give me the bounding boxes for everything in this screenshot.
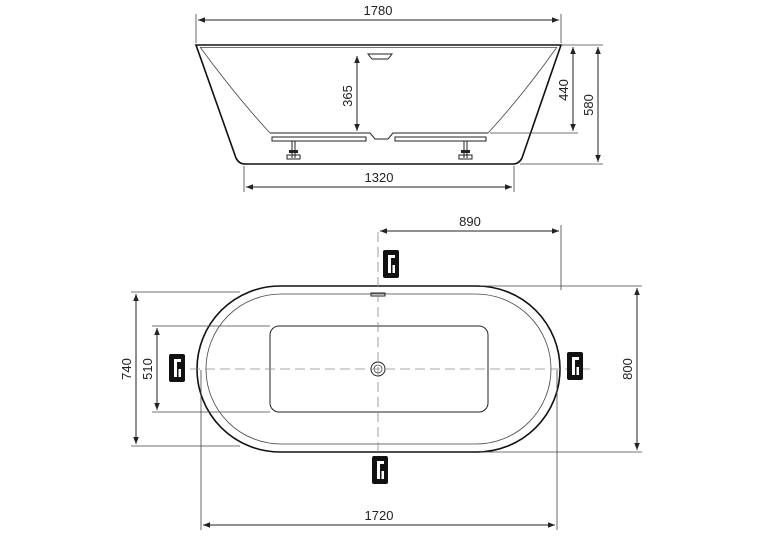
dim-inner-depth: 365 [340, 56, 360, 131]
dim-label-800: 800 [620, 358, 635, 380]
base-frame [271, 136, 487, 142]
dim-base-length: 1320 [243, 166, 515, 192]
dim-outer-width: 740 [119, 291, 240, 447]
side-foot-right [458, 141, 473, 160]
dim-label-890: 890 [459, 214, 481, 229]
dim-label-510: 510 [140, 358, 155, 380]
dim-inner-width: 510 [140, 325, 270, 413]
dim-heights: 440 580 [490, 44, 603, 165]
side-tub-inner-wall-left [199, 46, 271, 134]
side-tub-inner-wall-right [487, 46, 558, 134]
dim-total-width: 800 [480, 285, 642, 453]
top-view: 890 740 510 800 1720 [119, 214, 642, 530]
dim-label-1320: 1320 [365, 170, 394, 185]
faucet-right-icon [567, 352, 583, 380]
dim-label-1780: 1780 [364, 3, 393, 18]
inner-bottom [270, 132, 488, 140]
overflow-fitting [366, 53, 394, 60]
dim-outer-length: 1720 [200, 370, 558, 530]
faucet-left-icon [169, 354, 185, 382]
dim-label-1720: 1720 [365, 508, 394, 523]
side-tub-outline [194, 44, 563, 165]
side-view: 1780 1320 365 440 580 [194, 3, 603, 192]
dim-overall-length: 1780 [195, 3, 562, 43]
dim-label-365: 365 [340, 85, 355, 107]
side-foot-left [286, 141, 301, 160]
dim-label-740: 740 [119, 358, 134, 380]
dim-label-440: 440 [556, 79, 571, 101]
faucet-bottom-icon [372, 456, 388, 484]
dim-label-580: 580 [581, 94, 596, 116]
dim-half-length: 890 [380, 214, 562, 290]
faucet-top-icon [383, 250, 399, 278]
